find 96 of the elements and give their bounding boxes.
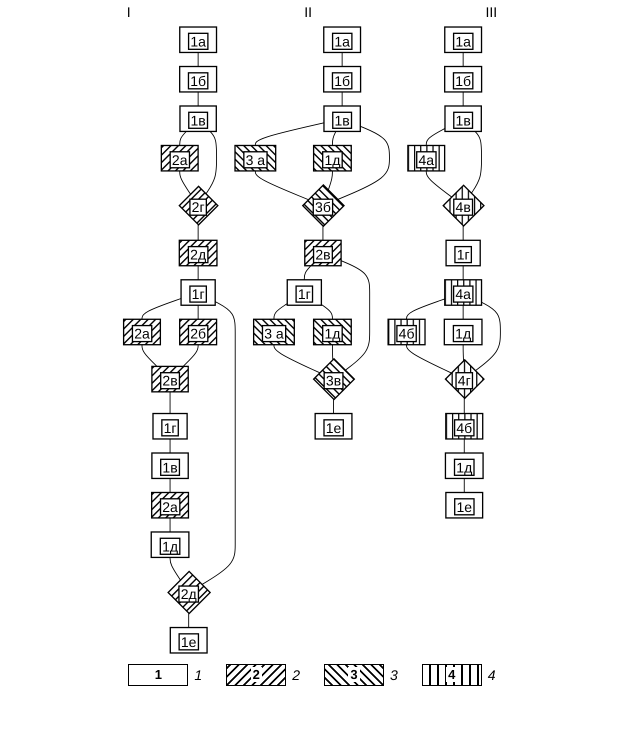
connector (406, 298, 446, 320)
legend-label: 1 (194, 667, 202, 683)
node-diamond: 4в (442, 184, 485, 227)
node-diamond: 4г (444, 358, 485, 400)
node-box: 1д (312, 318, 352, 346)
legend-label: 3 (390, 667, 398, 683)
connector (179, 131, 187, 146)
connector (274, 303, 288, 320)
node-box: 1в (323, 105, 361, 132)
connector (426, 128, 446, 146)
node-box: 1д (150, 531, 190, 558)
node-box: 4а (407, 144, 446, 172)
legend-label: 2 (292, 667, 300, 683)
node-box: 1в (444, 105, 482, 132)
node-box: 1г (152, 412, 188, 440)
connector (462, 344, 464, 362)
node-box: 4б (445, 412, 484, 440)
node-diamond: 2д (167, 570, 212, 614)
connector (337, 126, 390, 200)
node-box: 4а (444, 279, 482, 306)
node-box: 1е (314, 412, 353, 440)
node-box: 1б (444, 66, 482, 93)
swatch-number: 1 (152, 667, 164, 682)
node-box: 2в (151, 366, 189, 392)
node-box: 1д (312, 144, 352, 172)
connector (304, 265, 312, 280)
connector (198, 265, 199, 280)
connector (462, 265, 464, 280)
connector (142, 298, 182, 320)
node-box: 1д (444, 452, 484, 480)
connector (342, 92, 343, 106)
connector (205, 131, 218, 194)
node-diamond: 3б (302, 184, 345, 228)
node-box: 4б (387, 318, 426, 346)
connector (328, 170, 333, 191)
connector (464, 438, 465, 454)
connector (188, 613, 190, 628)
connector (198, 304, 199, 320)
node-box: 1г (180, 279, 216, 306)
swatch-number: 3 (348, 667, 360, 682)
connector (320, 304, 333, 320)
connector (170, 556, 181, 580)
node-box: 3 а (252, 318, 295, 346)
node-box: 2в (304, 240, 342, 266)
node-box: 1а (444, 26, 482, 54)
connector (426, 170, 452, 198)
node-box: 1а (179, 26, 218, 54)
connector (342, 52, 343, 67)
connector (254, 170, 309, 200)
node-box: 1г (445, 240, 481, 266)
node-box: 1в (179, 105, 217, 132)
connector (182, 344, 199, 367)
connector (464, 398, 465, 414)
node-box: 1д (444, 318, 483, 346)
connector (198, 92, 199, 106)
connector (179, 170, 191, 194)
connector (474, 302, 501, 372)
node-box: 2а (151, 492, 190, 519)
node-box: 1б (179, 66, 218, 93)
node-box: 1е (170, 626, 208, 654)
node-box: 2а (122, 318, 162, 346)
node-box: 3 а (234, 144, 276, 172)
node-diamond: 3в (312, 358, 356, 400)
node-box: 1г (286, 279, 322, 306)
connector (332, 344, 334, 360)
connector (470, 131, 482, 194)
connector (406, 344, 452, 374)
swatch-number: 4 (446, 667, 458, 682)
node-box: 1в (151, 452, 189, 480)
column-heading: III (486, 4, 498, 20)
legend-label: 4 (488, 667, 496, 683)
column-heading: I (126, 4, 131, 20)
connector (462, 304, 464, 320)
connector (332, 131, 336, 146)
node-box: 2а (160, 144, 199, 172)
connector (462, 226, 464, 241)
connector (462, 92, 464, 106)
connector (198, 224, 199, 241)
connector (142, 344, 158, 367)
node-diamond: 2г (178, 185, 219, 226)
connector (198, 52, 199, 67)
connector (462, 52, 464, 67)
connector (340, 260, 370, 371)
column-heading: II (304, 4, 312, 20)
connector (464, 478, 465, 493)
node-box: 2б (179, 318, 218, 346)
node-box: 1б (323, 66, 362, 93)
connector (254, 122, 324, 146)
swatch-number: 2 (250, 667, 262, 682)
node-box: 2д (178, 240, 218, 266)
node-box: 1е (445, 492, 484, 519)
connector (201, 301, 236, 586)
node-box: 1а (323, 26, 362, 54)
connector (274, 344, 320, 374)
connector (333, 399, 334, 414)
connector (322, 226, 324, 241)
